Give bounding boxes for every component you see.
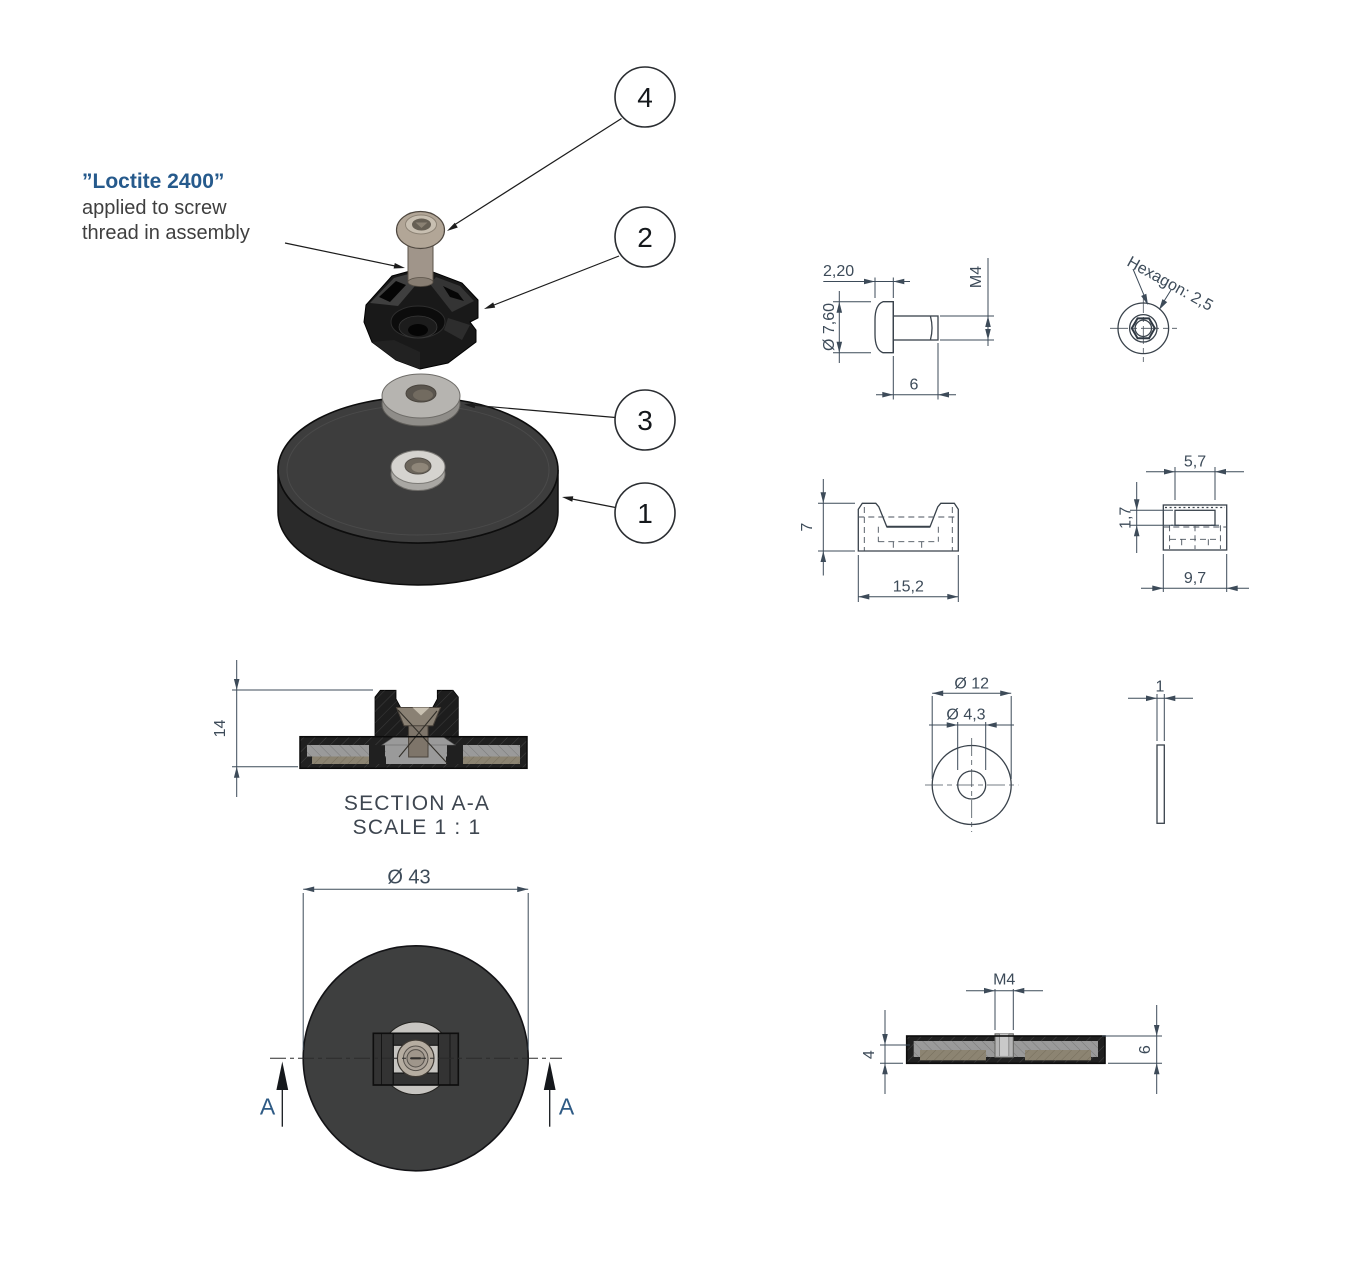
dim-disc-dia: Ø 43 — [387, 867, 430, 889]
dim-slot-width: 5,7 — [1184, 454, 1206, 471]
magnet-section-view: M4 4 6 — [861, 972, 1162, 1094]
note-line3: thread in assembly — [82, 222, 250, 244]
section-scale: SCALE 1 : 1 — [353, 816, 482, 839]
balloon-3: 3 — [464, 389, 676, 451]
assembly-view: ”Loctite 2400” applied to screw thread i… — [82, 66, 676, 586]
top-view: Ø 43 A A — [260, 867, 575, 1172]
mount-front-view: 7 15,2 — [799, 479, 959, 602]
washer-3d — [381, 373, 461, 427]
section-cut-left: A — [260, 1061, 289, 1127]
screw-side-view: 2,20 Ø 7,60 M4 6 — [821, 258, 994, 400]
dim-mount-depth: 9,7 — [1184, 570, 1206, 587]
screw-end-view: Hexagon: 2,5 — [1110, 254, 1216, 362]
note-leader-line — [284, 242, 396, 267]
balloon-2-label: 2 — [637, 222, 653, 253]
dim-slot-height: 1,7 — [1118, 507, 1135, 529]
balloon-3-label: 3 — [637, 405, 653, 436]
dim-washer-outer-dia: Ø 12 — [954, 675, 989, 692]
washer-side-view: 1 — [1128, 679, 1193, 824]
note-title: ”Loctite 2400” — [82, 170, 224, 193]
balloon-1-label: 1 — [637, 498, 653, 529]
cut-label-right: A — [559, 1094, 575, 1120]
dim-boss-thread: M4 — [993, 972, 1015, 989]
note-leader-arrow — [393, 263, 405, 269]
magnet-disc-3d — [277, 396, 559, 586]
mount-side-view: 5,7 1,7 9,7 — [1118, 454, 1249, 592]
dim-screw-head-height: 2,20 — [823, 263, 854, 280]
cable-tie-mount-3d — [363, 270, 479, 370]
section-cut-right: A — [543, 1061, 575, 1127]
mount-top-view — [372, 1032, 460, 1086]
dim-mount-width: 15,2 — [893, 579, 924, 596]
cut-label-left: A — [260, 1094, 276, 1120]
dim-inner-height: 4 — [861, 1050, 878, 1059]
dim-washer-hole-dia: Ø 4,3 — [946, 707, 985, 724]
dim-washer-thickness: 1 — [1156, 679, 1165, 696]
dim-section-height: 14 — [212, 720, 229, 738]
hex-socket — [1130, 317, 1156, 340]
dim-mount-height: 7 — [799, 523, 816, 532]
dim-screw-length: 6 — [910, 377, 919, 394]
note-line2: applied to screw — [82, 197, 227, 219]
section-title: SECTION A-A — [344, 792, 490, 815]
balloon-4: 4 — [447, 66, 676, 231]
dim-hexagon: Hexagon: 2,5 — [1124, 254, 1216, 315]
screw-3d — [395, 210, 446, 287]
balloon-4-label: 4 — [637, 82, 653, 113]
balloon-2: 2 — [484, 206, 676, 309]
balloon-1: 1 — [562, 482, 676, 544]
washer-front-view: Ø 12 Ø 4,3 — [925, 675, 1019, 832]
dim-screw-thread: M4 — [968, 266, 985, 288]
dim-screw-head-dia: Ø 7,60 — [821, 303, 838, 351]
section-aa-view: 14 SECTION A-A SCALE 1 : 1 — [212, 660, 528, 839]
dim-total-height: 6 — [1137, 1045, 1154, 1054]
loctite-note: ”Loctite 2400” applied to screw thread i… — [82, 170, 405, 269]
